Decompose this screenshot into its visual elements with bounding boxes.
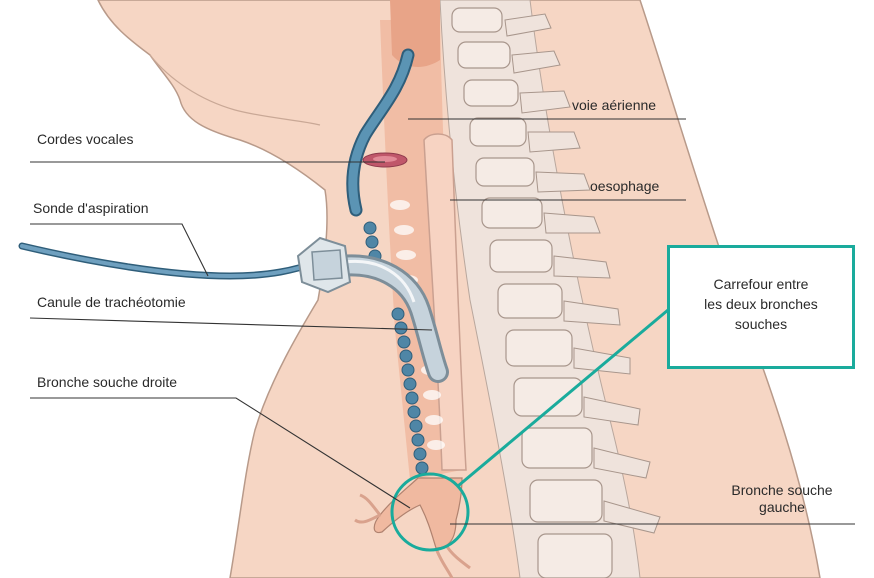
callout-text: Carrefour entre les deux bronches souche… (680, 274, 842, 334)
label-voie-aerienne: voie aérienne (572, 97, 656, 114)
label-bronche-droite: Bronche souche droite (37, 374, 177, 391)
label-oesophage: oesophage (590, 178, 659, 195)
callout-line3: souches (680, 314, 842, 334)
label-canule-tracheotomie: Canule de trachéotomie (37, 294, 186, 311)
callout-box: Carrefour entre les deux bronches souche… (667, 245, 855, 369)
label-bronche-gauche: Bronche souche gauche (712, 482, 852, 516)
label-cordes-vocales: Cordes vocales (37, 131, 134, 148)
label-sonde-aspiration: Sonde d'aspiration (33, 200, 149, 217)
callout-line1: Carrefour entre (680, 274, 842, 294)
label-bronche-gauche-line1: Bronche souche (712, 482, 852, 499)
label-bronche-gauche-line2: gauche (712, 499, 852, 516)
callout-line2: les deux bronches (680, 294, 842, 314)
